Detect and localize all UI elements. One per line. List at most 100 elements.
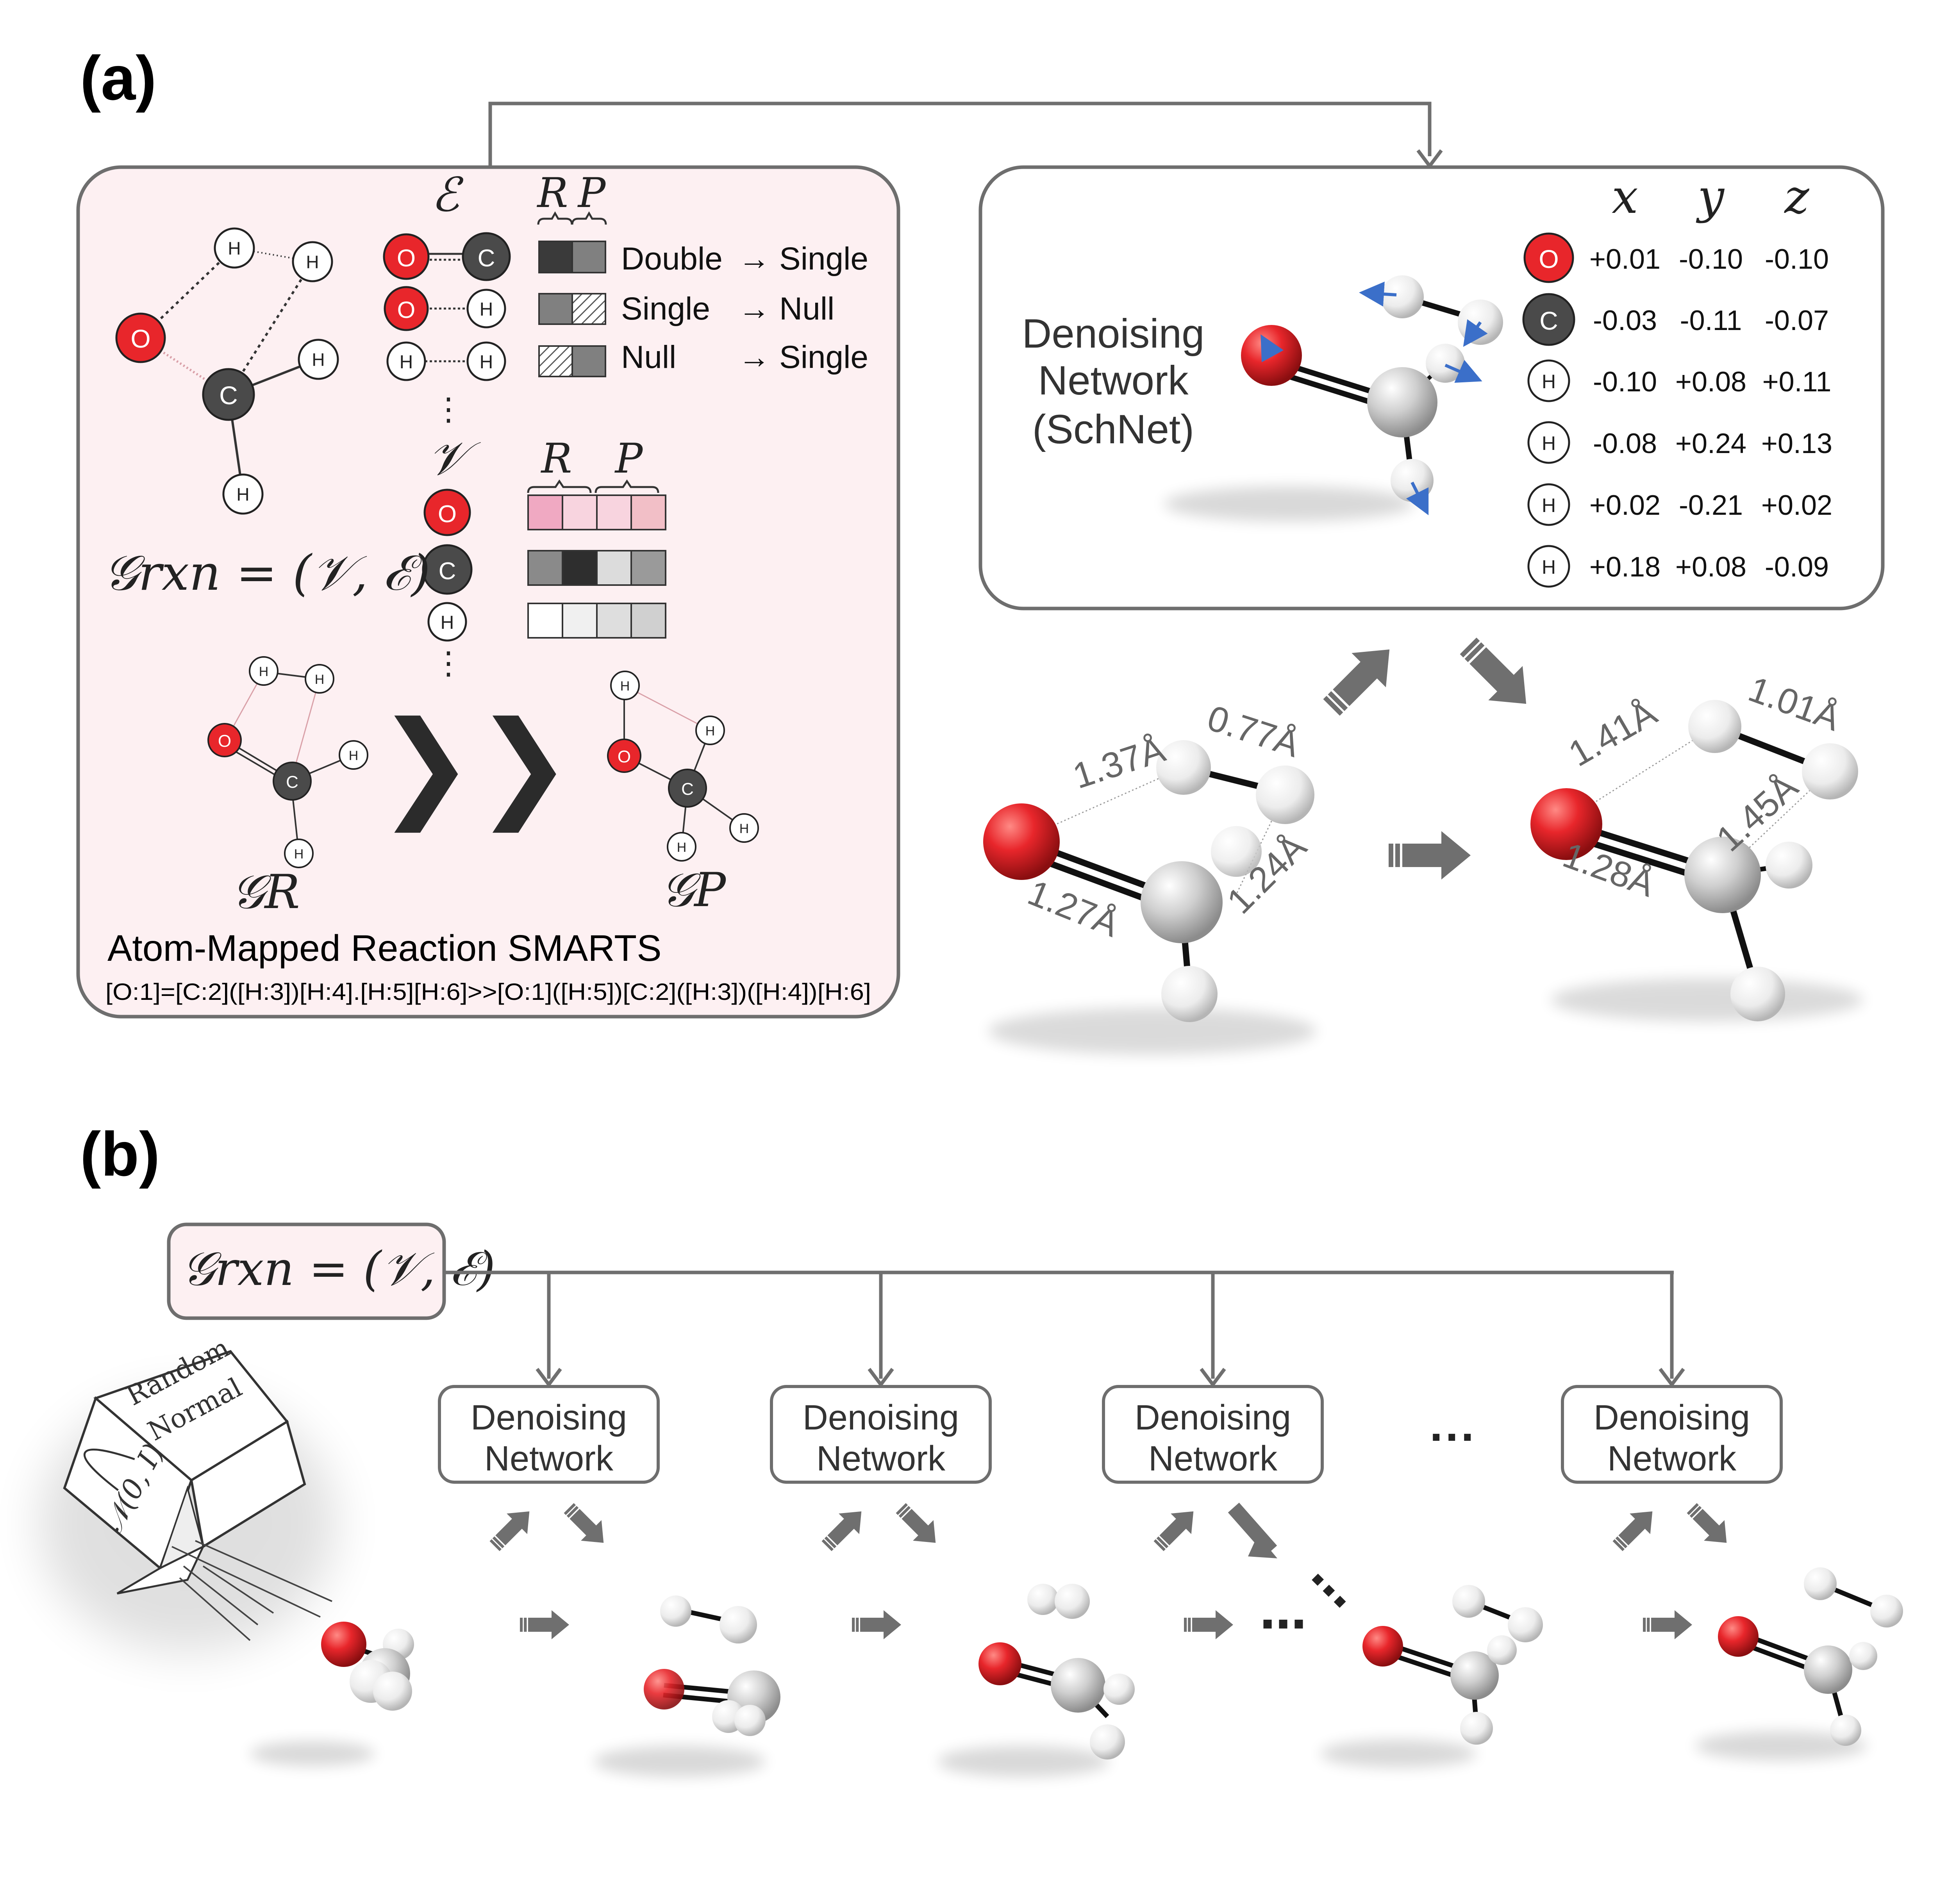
svg-text:H: H xyxy=(1542,432,1556,454)
molecule-3d-displacement xyxy=(1164,275,1503,521)
node-row-c: C xyxy=(422,544,666,595)
svg-text:H: H xyxy=(1542,371,1556,393)
svg-text:O: O xyxy=(397,245,416,272)
edge-row-oc: O C Double → Single xyxy=(383,232,868,281)
svg-text:+0.08: +0.08 xyxy=(1675,366,1746,398)
svg-text:+0.24: +0.24 xyxy=(1675,428,1746,459)
svg-text:O: O xyxy=(397,297,416,323)
svg-text:+0.02: +0.02 xyxy=(1761,490,1832,521)
molecule-3d-after: 1.41Å 1.01Å 1.45Å 1.28Å xyxy=(1530,669,1863,1021)
svg-text:-0.11: -0.11 xyxy=(1680,305,1742,336)
svg-text:Denoising: Denoising xyxy=(471,1398,627,1437)
reaction-chevron: ❯❯ xyxy=(377,698,573,834)
svg-text:H: H xyxy=(294,847,304,862)
step-ellipsis-horizontal: ⋯ xyxy=(1260,1598,1307,1651)
molecule-noise xyxy=(250,1622,414,1766)
svg-text:H: H xyxy=(480,299,493,320)
node-row-h: H xyxy=(427,602,666,642)
arrow-right xyxy=(1389,831,1471,880)
table-row: H +0.02 -0.21 +0.02 xyxy=(1527,483,1832,526)
svg-text:R: R xyxy=(540,435,572,482)
svg-text:+0.01: +0.01 xyxy=(1589,244,1660,275)
product-graph: O C H H H H xyxy=(607,671,759,862)
graph-formula: 𝒢rxn = (𝒱, ℰ) xyxy=(104,545,430,601)
svg-text:0.77Å: 0.77Å xyxy=(1203,698,1305,765)
col-y: y xyxy=(1696,170,1725,224)
table-row: O +0.01 -0.10 -0.10 xyxy=(1523,232,1829,283)
smarts-title: Atom-Mapped Reaction SMARTS xyxy=(107,928,662,969)
schnet-title-3: (SchNet) xyxy=(1032,407,1194,452)
svg-text:+0.13: +0.13 xyxy=(1761,428,1832,459)
svg-text:→: → xyxy=(738,339,770,375)
svg-text:H: H xyxy=(677,840,687,855)
svg-text:+0.18: +0.18 xyxy=(1589,551,1660,583)
graph-input-formula: 𝒢rxn = (𝒱, ℰ) xyxy=(182,1242,495,1296)
svg-text:→: → xyxy=(738,241,770,277)
svg-text:C: C xyxy=(439,558,456,585)
molecule-3d-before: 1.37Å 0.77Å 1.27Å 1.24Å xyxy=(983,698,1316,1055)
table-row: H -0.10 +0.08 +0.11 xyxy=(1527,359,1832,402)
svg-text:C: C xyxy=(478,245,495,272)
svg-text:-0.10: -0.10 xyxy=(1765,244,1829,275)
edge-row-oh: O H Single → Null xyxy=(384,286,834,331)
svg-text:Network: Network xyxy=(816,1439,946,1478)
molecule-step-2 xyxy=(937,1584,1135,1777)
molecule-step-1 xyxy=(594,1595,780,1777)
connector-arrow xyxy=(488,102,1432,168)
svg-text:H: H xyxy=(315,672,325,687)
svg-text:1.41Å: 1.41Å xyxy=(1562,692,1664,774)
molecule-step-3 xyxy=(1320,1585,1543,1768)
svg-text:C: C xyxy=(219,381,238,410)
svg-text:Denoising: Denoising xyxy=(803,1398,959,1437)
svg-text:Network: Network xyxy=(1607,1439,1737,1478)
svg-text:-0.10: -0.10 xyxy=(1679,244,1743,275)
svg-text:H: H xyxy=(705,724,715,739)
svg-text:Network: Network xyxy=(484,1439,614,1478)
svg-text:Double: Double xyxy=(621,241,723,277)
svg-text:Single: Single xyxy=(621,291,710,327)
svg-text:H: H xyxy=(1542,494,1556,516)
denoising-network-1: Denoising Network xyxy=(438,1385,660,1484)
svg-text:H: H xyxy=(441,612,454,633)
molecule-final xyxy=(1695,1567,1903,1761)
svg-text:-0.10: -0.10 xyxy=(1593,366,1657,398)
table-row: H -0.08 +0.24 +0.13 xyxy=(1527,421,1832,464)
svg-text:O: O xyxy=(1539,244,1559,273)
svg-text:Single: Single xyxy=(779,241,868,277)
panel-label-a: (a) xyxy=(80,43,157,113)
svg-text:H: H xyxy=(480,352,493,373)
svg-text:H: H xyxy=(400,352,413,373)
col-x: x xyxy=(1612,170,1638,224)
svg-text:H: H xyxy=(228,238,241,259)
svg-text:Null: Null xyxy=(621,339,676,375)
table-row: C -0.03 -0.11 -0.07 xyxy=(1522,293,1829,346)
svg-text:H: H xyxy=(620,679,630,694)
svg-text:-0.08: -0.08 xyxy=(1593,428,1657,459)
svg-text:-0.09: -0.09 xyxy=(1765,551,1829,583)
broadcast-arrows xyxy=(536,1272,1685,1388)
step-arrows xyxy=(484,1497,1737,1640)
svg-text:Network: Network xyxy=(1148,1439,1278,1478)
network-ellipsis: ··· xyxy=(1430,1411,1477,1463)
svg-text:+0.11: +0.11 xyxy=(1762,366,1832,398)
denoising-network-4: Denoising Network xyxy=(1561,1385,1783,1484)
svg-text:C: C xyxy=(681,780,694,799)
denoising-network-3: Denoising Network xyxy=(1102,1385,1324,1484)
svg-text:O: O xyxy=(130,324,150,353)
svg-text:-0.07: -0.07 xyxy=(1765,305,1829,336)
arrow-down-right xyxy=(1451,628,1544,721)
table-row: H +0.18 +0.08 -0.09 xyxy=(1527,545,1829,588)
node-ellipsis: ⋮ xyxy=(433,646,464,680)
col-z: z xyxy=(1784,170,1809,224)
reactant-graph-label: 𝒢R xyxy=(231,865,300,919)
reactant-label: R xyxy=(536,169,568,217)
svg-text:1.01Å: 1.01Å xyxy=(1743,669,1845,739)
svg-text:O: O xyxy=(218,732,231,751)
edge-set-symbol: ℰ xyxy=(431,168,464,222)
svg-text:-0.03: -0.03 xyxy=(1593,305,1657,336)
svg-text:H: H xyxy=(349,748,359,763)
svg-text:H: H xyxy=(1542,556,1556,578)
svg-text:+0.02: +0.02 xyxy=(1589,490,1660,521)
edge-row-hh: H H Null → Single xyxy=(386,339,868,381)
